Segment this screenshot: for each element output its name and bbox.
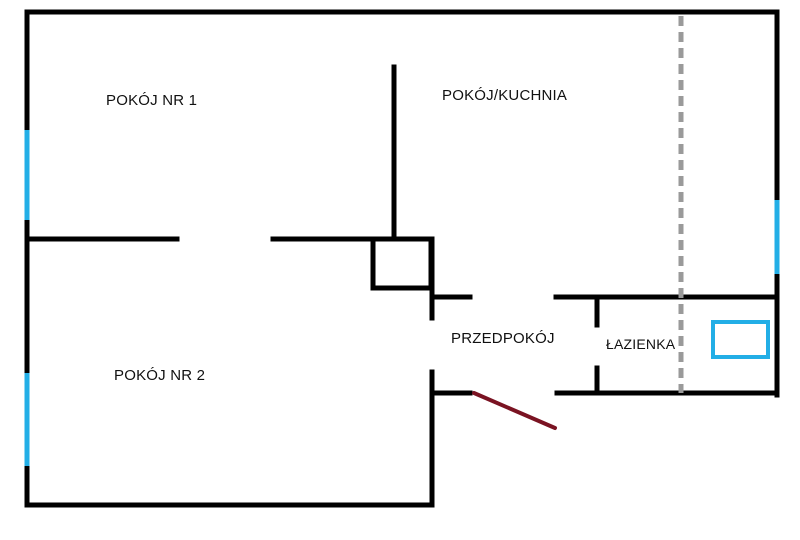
room-label-pokoj-kuchnia: POKÓJ/KUCHNIA bbox=[442, 87, 568, 104]
room-label-pokoj-2: POKÓJ NR 2 bbox=[114, 367, 206, 384]
room-label-lazienka: ŁAZIENKA bbox=[606, 336, 676, 352]
room-label-pokoj-1: POKÓJ NR 1 bbox=[106, 92, 198, 109]
chimney-shaft bbox=[370, 236, 434, 291]
windows bbox=[24, 130, 780, 466]
room-label-przedpokoj: PRZEDPOKÓJ bbox=[451, 330, 555, 347]
bathtub bbox=[711, 320, 770, 359]
outer-walls bbox=[24, 9, 780, 508]
entrance-door bbox=[472, 391, 557, 430]
interior-walls bbox=[24, 64, 780, 508]
